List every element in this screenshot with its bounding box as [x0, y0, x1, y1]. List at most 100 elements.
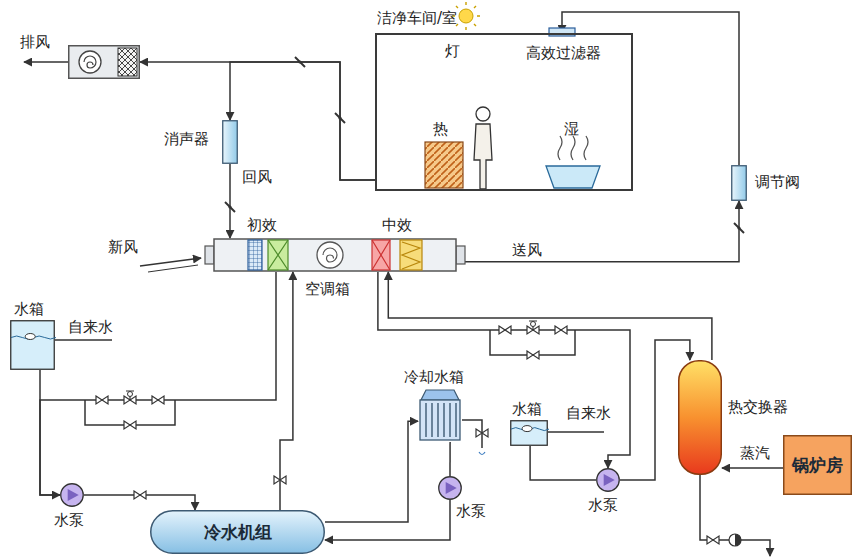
node-label: 锅炉房	[792, 455, 843, 475]
drawing-use	[335, 113, 345, 123]
drawing-rect	[679, 361, 722, 475]
node-label: 热交换器	[728, 398, 788, 416]
drawing-path	[479, 452, 485, 455]
drawing-path	[55, 339, 112, 341]
drawing-ellipse	[25, 334, 35, 340]
drawing-rect	[511, 421, 548, 446]
heat-exchanger-shape	[678, 360, 722, 475]
drawing-path	[425, 403, 426, 437]
drawing-rect	[248, 240, 262, 270]
cooling-tower: 冷却水箱	[418, 390, 462, 442]
drawing-path	[443, 403, 444, 437]
drawing-use	[295, 57, 305, 67]
drawing-path	[700, 475, 770, 556]
silencer: 消声器	[222, 120, 238, 164]
part-label: 中效	[382, 216, 412, 234]
regulating-valve: 调节阀	[731, 165, 747, 201]
pipe-connector	[465, 201, 739, 262]
drawing-use	[499, 326, 511, 334]
drawing-use	[96, 396, 108, 404]
cooling-tower-shape	[418, 390, 462, 442]
drawing-circle	[459, 9, 473, 23]
node-label: 空调箱	[305, 280, 350, 298]
drawing-rect	[732, 166, 747, 201]
drawing-path	[148, 265, 198, 272]
heat-exchanger: 热交换器	[678, 360, 722, 475]
drawing-path	[323, 248, 337, 262]
drawing-rect	[784, 436, 852, 495]
drawing-path	[372, 240, 390, 270]
water-tank-shape	[10, 320, 55, 370]
drawing-path	[431, 403, 432, 437]
drawing-rect	[268, 240, 288, 270]
drawing-rect	[400, 240, 422, 270]
drawing-rect	[151, 511, 325, 554]
edge-label: 送风	[510, 241, 544, 259]
drawing-path	[546, 166, 600, 188]
drawing-rect	[372, 240, 390, 270]
drawing-circle	[79, 51, 101, 73]
drawing-rect	[420, 400, 460, 440]
drawing-circle	[439, 477, 462, 500]
pipe-connector	[722, 467, 783, 469]
drawing-path	[449, 403, 450, 437]
drawing-use	[707, 536, 719, 544]
drawing-rect	[376, 34, 632, 190]
node-label: 冷水机组	[204, 522, 272, 542]
drawing-use	[527, 321, 539, 334]
node-label: 洁净车间/室	[377, 9, 457, 27]
part-label: 湿	[564, 120, 579, 138]
node-label: 水泵	[588, 496, 618, 514]
node-label: 调节阀	[755, 173, 800, 191]
node-label: 水箱	[14, 300, 44, 318]
drawing-polygon	[604, 474, 615, 486]
drawing-path	[735, 534, 741, 546]
water-pump-shape	[60, 483, 84, 507]
drawing-rect	[118, 48, 137, 76]
edge-label: 蒸汽	[738, 444, 772, 462]
drawing-polyline	[402, 242, 420, 269]
air-handling-unit-shape	[205, 238, 465, 272]
drawing-circle	[61, 484, 84, 507]
node-label: 冷却水箱	[404, 368, 464, 386]
exhaust-fan-shape	[68, 45, 140, 79]
drawing-ellipse	[522, 426, 532, 432]
pipe-connector	[449, 442, 451, 476]
drawing-path	[140, 258, 201, 266]
drawing-path	[548, 431, 604, 433]
node-label: 排风	[20, 33, 50, 51]
water-pump-shape	[596, 468, 620, 492]
edge-label: 回风	[240, 168, 274, 186]
pipe-connector	[378, 272, 630, 468]
drawing-use	[134, 491, 146, 499]
exhaust-fan: 排风	[68, 45, 140, 79]
regulating-valve-shape	[731, 165, 747, 201]
drawing-rect	[425, 142, 463, 188]
water-tank: 水箱	[510, 420, 548, 446]
boiler-room: 锅炉房	[783, 435, 852, 495]
drawing-circle	[317, 242, 343, 268]
drawing-circle	[597, 469, 620, 492]
node-label: 消声器	[164, 130, 209, 148]
drawing-rect	[223, 121, 238, 164]
pipe-connector	[388, 272, 712, 360]
drawing-path	[85, 400, 175, 425]
drawing-use	[274, 476, 286, 484]
part-label: 自来水	[68, 318, 113, 336]
drawing-polygon	[421, 390, 459, 400]
node-label: 水泵	[456, 502, 486, 520]
drawing-use	[476, 429, 488, 437]
drawing-polygon	[446, 482, 457, 494]
drawing-polygon	[68, 489, 79, 501]
drawing-path	[24, 61, 68, 63]
drawing-rect	[214, 239, 456, 271]
node-label: 水箱	[512, 400, 542, 418]
pipe-connector	[280, 272, 293, 510]
pipe-connector	[230, 62, 375, 180]
drawing-rect	[11, 321, 55, 370]
drawing-path	[84, 56, 96, 68]
water-pump: 水泵	[60, 483, 84, 507]
drawing-use	[225, 202, 235, 212]
